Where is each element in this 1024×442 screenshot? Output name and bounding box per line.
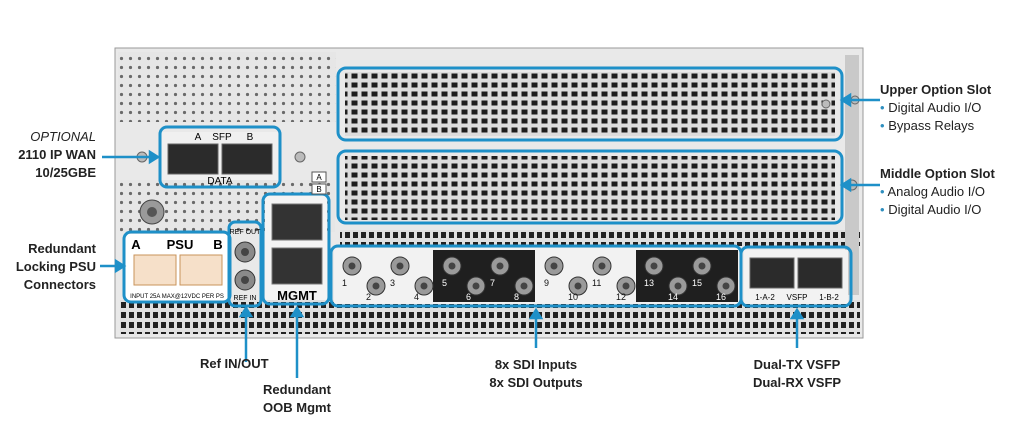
sdi-port-number: 13 xyxy=(644,278,654,288)
mgmt-port-a-label: A xyxy=(316,173,322,182)
sdi-port-number: 1 xyxy=(342,278,347,288)
middle-item-1: • Analog Audio I/O xyxy=(880,184,986,199)
middle-item-2: • Digital Audio I/O xyxy=(880,202,982,217)
mgmt-label: MGMT xyxy=(277,288,317,303)
sdi-connector-pin xyxy=(650,262,658,270)
sdi-port-number: 5 xyxy=(442,278,447,288)
sdi-port-number: 7 xyxy=(490,278,495,288)
ref-in-label: REF IN xyxy=(234,295,257,302)
psu-label-a: A xyxy=(131,237,141,252)
sdi-port-number: 3 xyxy=(390,278,395,288)
chassis-right-rail xyxy=(845,55,859,295)
sdi-connector-pin xyxy=(420,282,428,290)
sfp-label-data: DATA xyxy=(207,176,233,187)
sdi-connectors xyxy=(342,256,736,296)
sdi-line2: 8x SDI Outputs xyxy=(489,375,583,390)
sdi-connector-pin xyxy=(372,282,380,290)
mgmt-port-b xyxy=(271,247,323,285)
screw xyxy=(821,99,831,109)
psu-rating-label: INPUT 25A MAX@12VDC PER PS xyxy=(130,294,224,300)
screw xyxy=(294,151,306,163)
wan-callout: OPTIONAL 2110 IP WAN 10/25GBE xyxy=(0,128,96,182)
chassis-strip-vents xyxy=(340,230,860,246)
upper-title: Upper Option Slot xyxy=(880,82,992,97)
chassis-perforation-left xyxy=(118,52,336,122)
middle-title: Middle Option Slot xyxy=(880,166,995,181)
sdi-connector-pin xyxy=(472,282,480,290)
sdi-port-number: 6 xyxy=(466,292,471,302)
sdi-port-number: 4 xyxy=(414,292,419,302)
sdi-connector-pin xyxy=(598,262,606,270)
upper-option-slot-grille xyxy=(345,72,835,136)
sfp-label-a: A xyxy=(195,132,202,143)
wan-line2: 10/25GBE xyxy=(35,165,96,180)
psu-line2: Locking PSU xyxy=(15,259,96,274)
vsfp-line1: Dual-TX VSFP xyxy=(753,357,841,372)
upper-item-2: • Bypass Relays xyxy=(880,118,975,133)
middle-option-slot-grille xyxy=(345,156,835,220)
upper-item-1: • Digital Audio I/O xyxy=(880,100,982,115)
mgmt-port-a xyxy=(271,203,323,241)
sdi-connector-pin xyxy=(496,262,504,270)
sdi-connector-pin xyxy=(674,282,682,290)
sfp-port-b xyxy=(221,143,273,175)
sfp-label-sfp: SFP xyxy=(212,132,232,143)
upper-option-slot-frame xyxy=(336,66,844,142)
sdi-line1: 8x SDI Inputs xyxy=(494,357,578,372)
sdi-connector-pin xyxy=(396,262,404,270)
wan-line1: 2110 IP WAN xyxy=(18,147,96,162)
vsfp-frame xyxy=(739,245,853,308)
sdi-port-number: 8 xyxy=(514,292,519,302)
vsfp-callout: Dual-TX VSFP Dual-RX VSFP xyxy=(737,356,857,392)
sdi-connector-pin xyxy=(698,262,706,270)
sfp-label-b: B xyxy=(247,132,254,143)
vsfp-port-2-label: 1-B-2 xyxy=(819,293,839,302)
vsfp-port-2 xyxy=(797,257,843,289)
upper-callout: Upper Option Slot • Digital Audio I/O • … xyxy=(880,81,1024,135)
vsfp-label: VSFP xyxy=(787,293,808,302)
sdi-callout: 8x SDI Inputs 8x SDI Outputs xyxy=(466,356,606,392)
sfp-port-a xyxy=(167,143,219,175)
mgmt-port-b-label: B xyxy=(316,185,321,194)
sdi-connector-pin xyxy=(622,282,630,290)
sdi-connector-pin xyxy=(550,262,558,270)
sdi-port-number: 12 xyxy=(616,292,626,302)
ref-frame xyxy=(227,220,263,308)
vsfp-port-1-label: 1-A-2 xyxy=(755,293,775,302)
sdi-port-number: 16 xyxy=(716,292,726,302)
psu-label-psu: PSU xyxy=(167,237,194,252)
sdi-connector-pin xyxy=(722,282,730,290)
middle-option-slot-frame xyxy=(336,149,844,225)
ref-callout: Ref IN/OUT xyxy=(200,356,269,371)
psu-label-b: B xyxy=(213,237,222,252)
mgmt-frame xyxy=(261,192,331,306)
middle-callout: Middle Option Slot • Analog Audio I/O • … xyxy=(880,165,1024,219)
psu-callout: Redundant Locking PSU Connectors xyxy=(0,240,96,294)
sdi-port-number: 10 xyxy=(568,292,578,302)
psu-connector-a xyxy=(133,254,177,286)
sdi-port-number: 11 xyxy=(592,278,601,288)
sdi-connector-pin xyxy=(520,282,528,290)
psu-line3: Connectors xyxy=(23,277,96,292)
psu-connector-b xyxy=(179,254,223,286)
mgmt-line2: OOB Mgmt xyxy=(263,400,331,415)
mgmt-callout: Redundant OOB Mgmt xyxy=(247,381,347,417)
mgmt-line1: Redundant xyxy=(263,382,331,397)
sdi-port-number: 14 xyxy=(668,292,678,302)
ref-out-label: REF OUT xyxy=(230,229,261,236)
wan-optional: OPTIONAL xyxy=(30,129,96,144)
sdi-port-number: 2 xyxy=(366,292,371,302)
sdi-connector-pin xyxy=(574,282,582,290)
vsfp-port-1 xyxy=(749,257,795,289)
sdi-port-number: 9 xyxy=(544,278,549,288)
vsfp-line2: Dual-RX VSFP xyxy=(752,375,842,390)
psu-line1: Redundant xyxy=(28,241,96,256)
sdi-connector-pin xyxy=(348,262,356,270)
sdi-connector-pin xyxy=(448,262,456,270)
sdi-port-number: 15 xyxy=(692,278,702,288)
